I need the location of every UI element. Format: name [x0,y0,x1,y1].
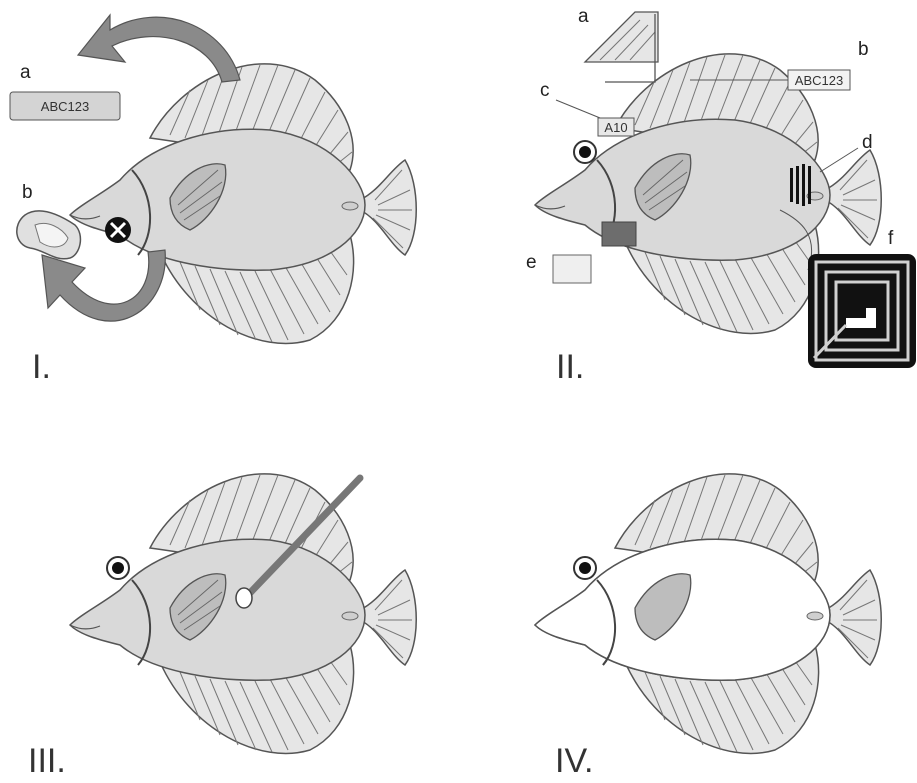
eye-II [574,141,596,163]
fish-III [70,474,416,754]
panel-IV: IV. [535,474,881,780]
letter-d: d [862,132,873,153]
fish-I [70,64,416,344]
panel-number-IV: IV. [555,742,593,780]
panel-III: III. [28,474,416,780]
arrow-top [78,15,240,82]
light-tag [553,255,591,283]
letter-b: b [22,182,33,203]
eye-III [107,557,129,579]
arrow-bottom [42,250,165,321]
dark-tag [602,222,636,246]
panel-number-III: III. [28,742,66,780]
letter-e: e [526,252,537,273]
tag-text: ABC123 [795,73,843,88]
letter-c: c [540,80,550,101]
rfid-chip [808,254,916,368]
eye-IV [574,557,596,579]
label-box-text: ABC123 [41,99,89,114]
letter-b-II: b [858,39,869,60]
small-tag-text: A10 [604,120,627,135]
panel-number-II: II. [556,348,584,386]
panel-I: a ABC123 b I. [10,15,416,386]
eye-removed-marker [105,217,131,243]
fin-clip-piece [585,12,658,62]
panel-number-I: I. [32,348,51,386]
letter-a: a [20,62,31,83]
letter-a-II: a [578,6,589,27]
letter-f: f [888,228,894,249]
panel-II: a b ABC123 c A10 d e f [526,6,916,386]
